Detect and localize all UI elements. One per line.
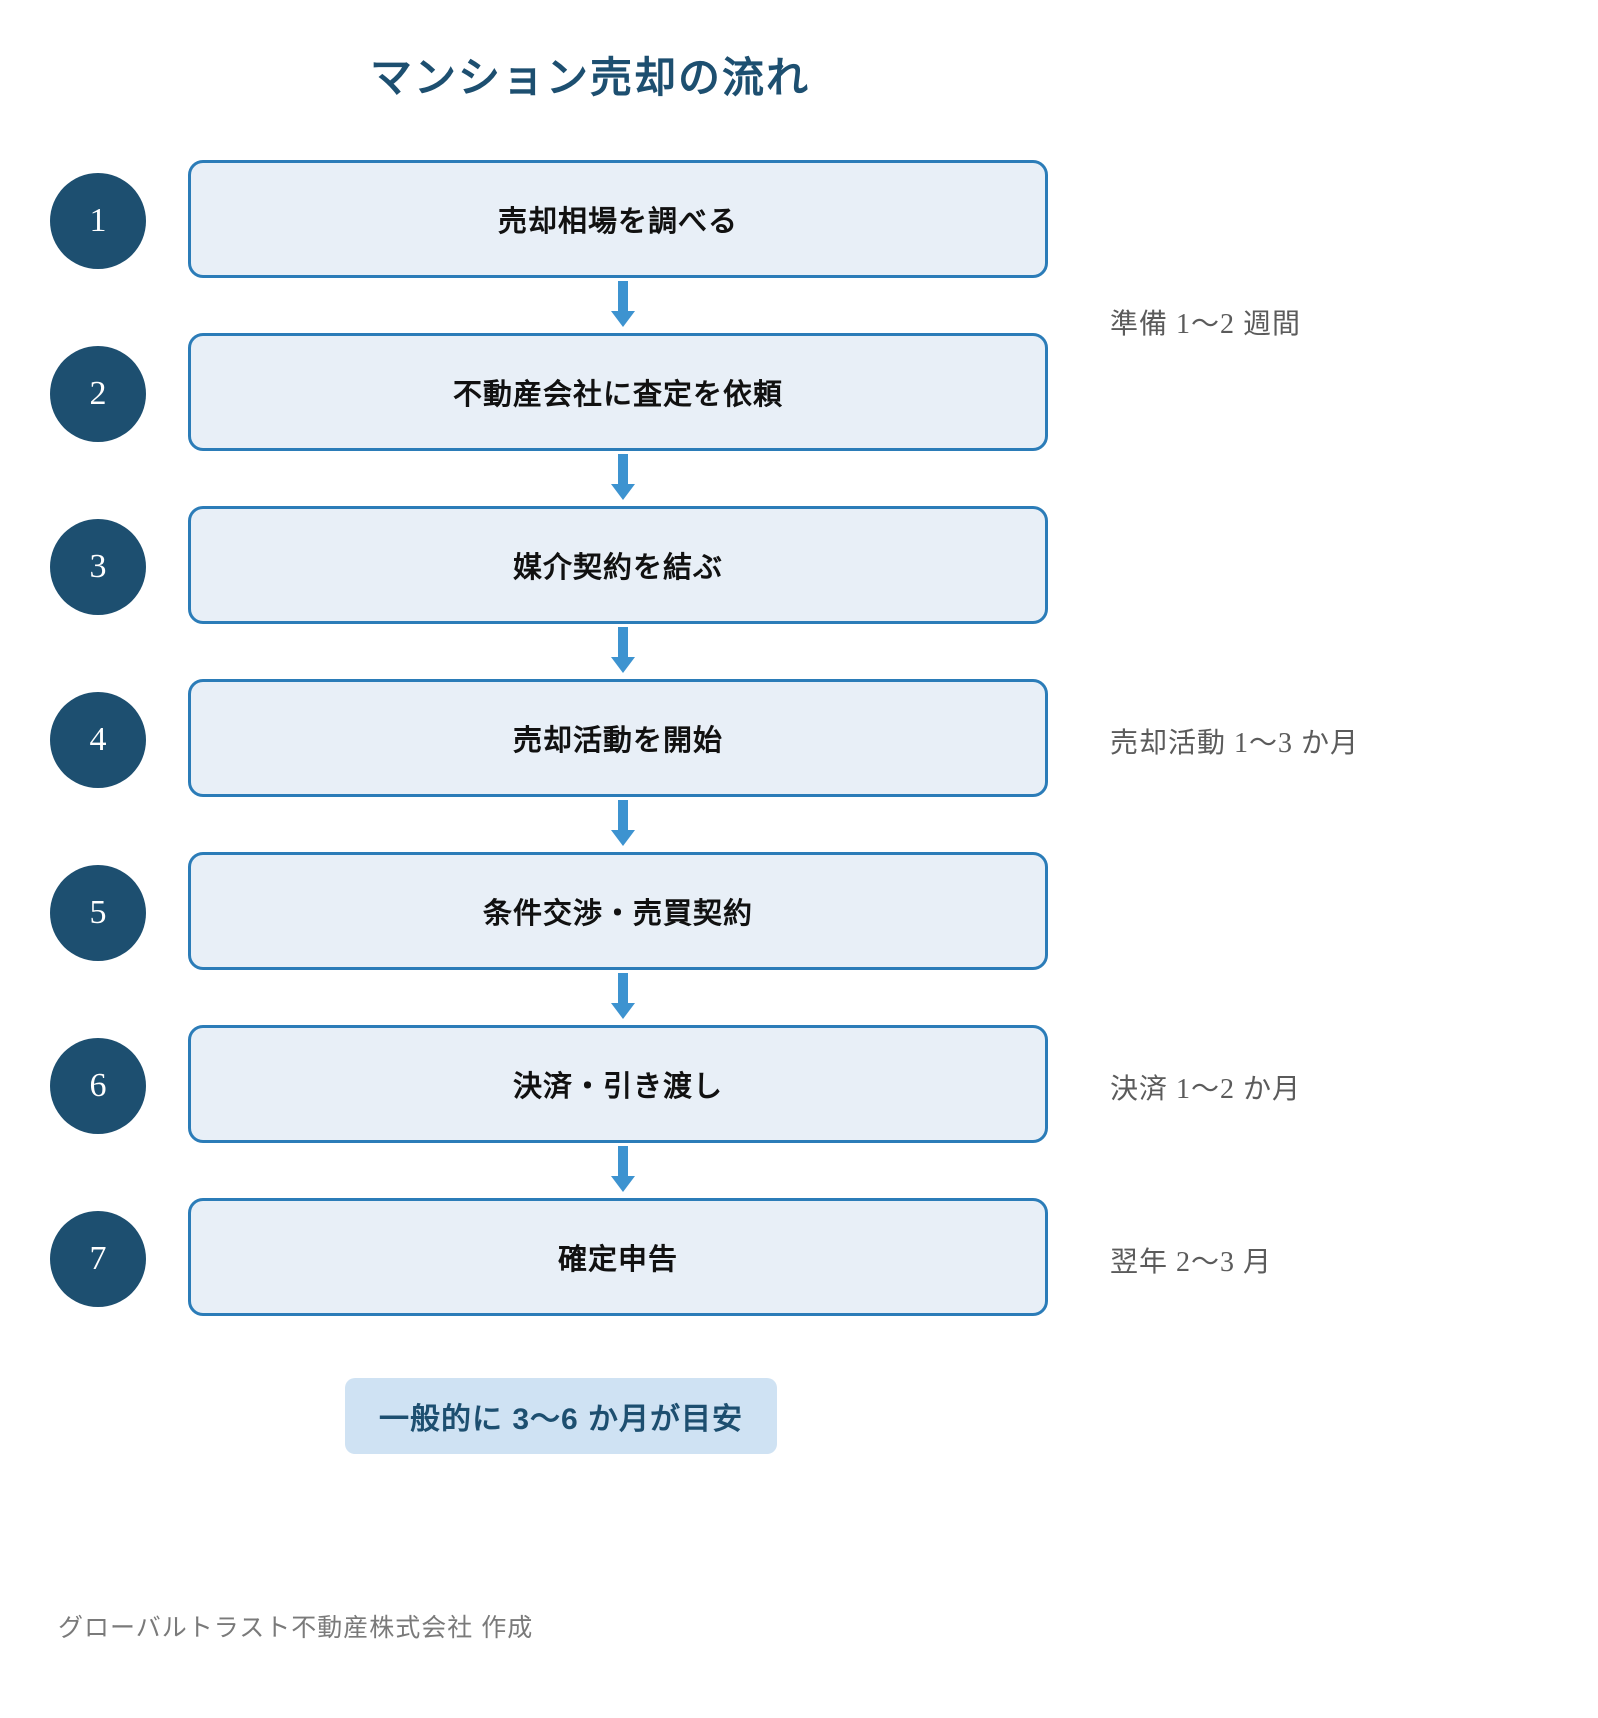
arrow-shaft	[618, 454, 628, 486]
step-label-1: 売却相場を調べる	[497, 206, 738, 238]
step-label-6: 決済・引き渡し	[512, 1071, 723, 1103]
arrow-shaft	[618, 973, 628, 1005]
step-box-3[interactable]: 媒介契約を結ぶ	[188, 506, 1048, 624]
step-label-3: 媒介契約を結ぶ	[512, 552, 723, 584]
flow-step-1: 1 売却相場を調べる 準備 1〜2 週間	[0, 155, 1598, 340]
step-box-5[interactable]: 条件交渉・売買契約	[188, 852, 1048, 970]
step-number-badge-3: 3	[50, 519, 146, 615]
flow-step-3: 3 媒介契約を結ぶ	[0, 501, 1598, 674]
step-number-badge-4: 4	[50, 692, 146, 788]
arrow-head	[611, 830, 635, 846]
arrow-head	[611, 657, 635, 673]
step-annotation-1: 準備 1〜2 週間	[1110, 309, 1302, 340]
arrow-shaft	[618, 627, 628, 659]
arrow-shaft	[618, 281, 628, 313]
step-label-2: 不動産会社に査定を依頼	[452, 379, 783, 411]
step-label-4: 売却活動を開始	[512, 725, 723, 757]
step-box-6[interactable]: 決済・引き渡し	[188, 1025, 1048, 1143]
step-label-7: 確定申告	[557, 1244, 678, 1276]
step-annotation-7: 翌年 2〜3 月	[1110, 1247, 1273, 1278]
arrow-head	[611, 1003, 635, 1019]
step-label-5: 条件交渉・売買契約	[482, 898, 753, 930]
flow-diagram: 1 売却相場を調べる 準備 1〜2 週間 2 不動産会社に査定を依頼 3 媒介契…	[0, 155, 1598, 1366]
footer-credit: グローバルトラスト不動産株式会社 作成	[58, 1614, 534, 1642]
flow-step-4: 4 売却活動を開始 売却活動 1〜3 か月	[0, 674, 1598, 847]
arrow-head	[611, 484, 635, 500]
step-number-badge-5: 5	[50, 865, 146, 961]
arrow-shaft	[618, 1146, 628, 1178]
flow-step-2: 2 不動産会社に査定を依頼	[0, 328, 1598, 501]
step-annotation-4: 売却活動 1〜3 か月	[1110, 728, 1360, 759]
step-number-badge-6: 6	[50, 1038, 146, 1134]
step-number-badge-1: 1	[50, 173, 146, 269]
arrow-head	[611, 1176, 635, 1192]
step-box-4[interactable]: 売却活動を開始	[188, 679, 1048, 797]
flow-step-6: 6 決済・引き渡し 決済 1〜2 か月	[0, 1020, 1598, 1193]
arrow-head	[611, 311, 635, 327]
flow-step-7: 7 確定申告 翌年 2〜3 月	[0, 1193, 1598, 1366]
step-annotation-6: 決済 1〜2 か月	[1110, 1074, 1302, 1105]
arrow-shaft	[618, 800, 628, 832]
step-number-badge-2: 2	[50, 346, 146, 442]
flow-step-5: 5 条件交渉・売買契約	[0, 847, 1598, 1020]
page-title: マンション売却の流れ	[369, 54, 810, 101]
step-number-badge-7: 7	[50, 1211, 146, 1307]
step-box-2[interactable]: 不動産会社に査定を依頼	[188, 333, 1048, 451]
step-box-1[interactable]: 売却相場を調べる	[188, 160, 1048, 278]
step-box-7[interactable]: 確定申告	[188, 1198, 1048, 1316]
summary-badge: 一般的に 3〜6 か月が目安	[345, 1378, 778, 1454]
